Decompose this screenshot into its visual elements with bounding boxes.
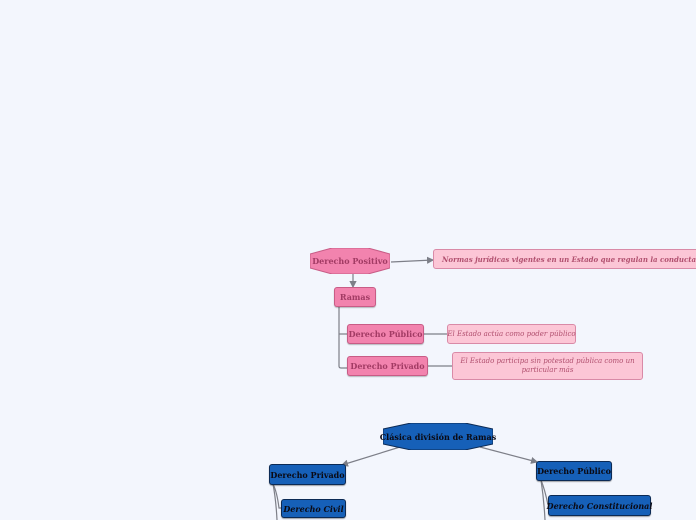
connector-publico-down [540,479,546,520]
clasica-division-label: Clásica división de Ramas [379,431,497,442]
definition-note[interactable]: Normas jurídicas vigentes en un Estado q… [433,249,696,269]
connector-positivo-definition [390,256,435,264]
definition-text: Normas jurídicas vigentes en un Estado q… [442,254,696,264]
derecho-civil-node[interactable]: Derecho Civil [281,499,346,518]
blue-derecho-publico-node[interactable]: Derecho Público [536,461,612,481]
blue-derecho-privado-label: Derecho Privado [270,469,345,480]
derecho-privado-node[interactable]: Derecho Privado [347,356,428,376]
derecho-positivo-node[interactable]: Derecho Positivo [310,248,390,274]
derecho-privado-note-line2: particular más [521,366,574,374]
derecho-publico-note[interactable]: El Estado actúa como poder público [447,324,576,344]
ramas-label: Ramas [339,292,371,302]
ramas-node[interactable]: Ramas [334,287,376,307]
derecho-constitucional-node[interactable]: Derecho Constitucional [546,495,653,516]
derecho-constitucional-label: Derecho Constitucional [546,500,653,511]
derecho-positivo-label: Derecho Positivo [312,256,388,266]
blue-derecho-privado-node[interactable]: Derecho Privado [269,464,346,485]
derecho-privado-note[interactable]: El Estado participa sin potestad pública… [452,352,643,380]
connector-clasica-privado [340,446,401,467]
derecho-civil-label: Derecho Civil [283,503,344,514]
derecho-privado-label: Derecho Privado [350,361,425,371]
connector-clasica-publico [479,446,539,464]
connector-ramas-trunk [338,307,347,369]
blue-derecho-publico-label: Derecho Público [537,466,611,476]
derecho-publico-node[interactable]: Derecho Público [347,324,424,344]
clasica-division-node[interactable]: Clásica división de Ramas [379,423,497,450]
derecho-publico-note-text: El Estado actúa como poder público [447,330,576,338]
derecho-privado-note-line1: El Estado participa sin potestad pública… [460,357,635,365]
derecho-publico-label: Derecho Público [348,329,423,339]
connector-privado-down [272,483,278,520]
